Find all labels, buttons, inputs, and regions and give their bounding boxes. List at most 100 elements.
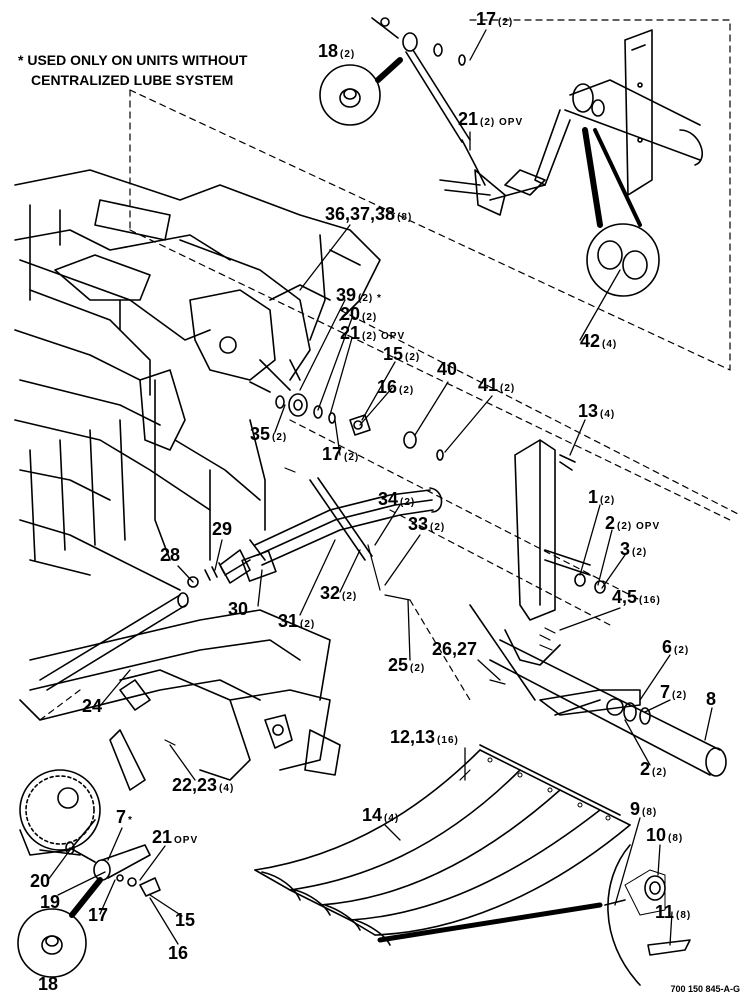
leader-line [339,549,361,593]
leader-line [47,849,71,881]
leader-line [469,29,487,61]
callout-qty: (2) [430,522,446,533]
callout-11: 11(8) [655,903,691,921]
leader-line [601,554,626,589]
callout-number: 7 [116,807,127,827]
leader-line [299,299,346,391]
callout-number: 14 [362,805,383,825]
callout-number: 21 [458,109,479,129]
leader-line [614,817,641,906]
leader-line [214,539,223,571]
callout-number: 17 [476,9,497,29]
callout-number: 18 [318,41,339,61]
leader-line [334,419,341,456]
usage-note: * USED ONLY ON UNITS WITHOUT CENTRALIZED… [18,50,247,90]
lower-frame [19,609,341,856]
callout-number: 16 [377,377,398,397]
callout-40: 40 [437,360,459,378]
leader-line [107,827,123,861]
callout-31: 31(2) [278,612,315,630]
callout-3: 3(2) [620,540,647,558]
callout-17-lower: 17 [88,906,110,924]
callout-number: 1 [588,487,599,507]
callout-12-13: 12,13(16) [390,728,459,746]
callout-number: 4,5 [612,587,638,607]
callout-20-upper: 20(2) [340,305,377,323]
callout-16-upper: 16(2) [377,378,414,396]
callout-number: 13 [578,401,599,421]
center-hardware [249,359,576,471]
leader-line [99,879,116,915]
callout-number: 28 [160,545,181,565]
stripper-guides [254,744,631,946]
callout-number: 29 [212,519,233,539]
callout-30: 30 [228,600,250,618]
callout-number: 41 [478,375,499,395]
callout-qty: (2) [400,497,416,508]
callout-qty: (2) [405,352,421,363]
leader-line [384,534,421,586]
callout-41: 41(2) [478,376,515,394]
leader-line [99,669,131,707]
callout-qty: (2) [500,383,516,394]
callout-8: 8 [706,690,718,708]
callout-6: 6(2) [662,638,689,656]
leader-line [444,395,493,453]
callout-39: 39(2) * [336,286,382,304]
callout-qty: * [128,815,133,826]
callout-number: 35 [250,424,271,444]
callout-29: 29 [212,520,234,538]
callout-qty: (2) [674,645,690,656]
bracket-1 [514,439,606,621]
leader-line [257,569,263,607]
leader-line [169,744,196,781]
callout-number: 15 [383,344,404,364]
callout-13: 13(4) [578,402,615,420]
callout-number: 30 [228,599,249,619]
callout-32: 32(2) [320,584,357,602]
rod-assembly [187,477,443,588]
callout-qty: (2) OPV [617,521,661,532]
callout-number: 17 [322,444,343,464]
callout-qty: (4) [384,813,400,824]
callout-qty: (2) [342,591,358,602]
callout-34: 34(2) [378,490,415,508]
callout-number: 20 [340,304,361,324]
callout-number: 2 [640,759,651,779]
callout-16-lower: 16 [168,944,190,962]
callout-number: 22,23 [172,775,218,795]
callout-number: 21 [152,827,173,847]
usage-note-line-1: * USED ONLY ON UNITS WITHOUT [18,52,248,68]
callout-number: 17 [88,905,109,925]
detail-bubble-9-10-11 [377,844,691,986]
callout-number: 6 [662,637,673,657]
callout-number: 12,13 [390,727,436,747]
callout-qty: (2) [652,767,668,778]
callout-17-mid: 17(2) [322,445,359,463]
callout-number: 25 [388,655,409,675]
callout-42: 42(4) [580,332,617,350]
leader-line [317,317,353,411]
leader-line [624,719,651,766]
detail-bubble-18-top [319,57,403,126]
callout-number: 7 [660,682,671,702]
callout-10: 10(8) [646,826,683,844]
callout-number: 32 [320,583,341,603]
callout-qty: (2) [340,49,356,60]
callout-25: 25(2) [388,656,425,674]
callout-1: 1(2) [588,488,615,506]
callout-qty: (2) * [358,293,382,304]
callout-36-37-38: 36,37,38(8) [325,205,412,223]
leader-line [374,504,401,546]
leader-line [569,419,586,456]
detail-bubble-18-bottom [17,877,103,978]
callout-2-upper: 2(2) OPV [605,514,660,532]
callout-qty: (2) [498,17,514,28]
usage-note-line-2: CENTRALIZED LUBE SYSTEM [31,72,234,88]
callout-qty: (2) [632,547,648,558]
callout-qty: (2) [300,619,316,630]
callout-number: 39 [336,285,357,305]
leader-line [139,845,166,881]
callout-qty: (2) [672,690,688,701]
